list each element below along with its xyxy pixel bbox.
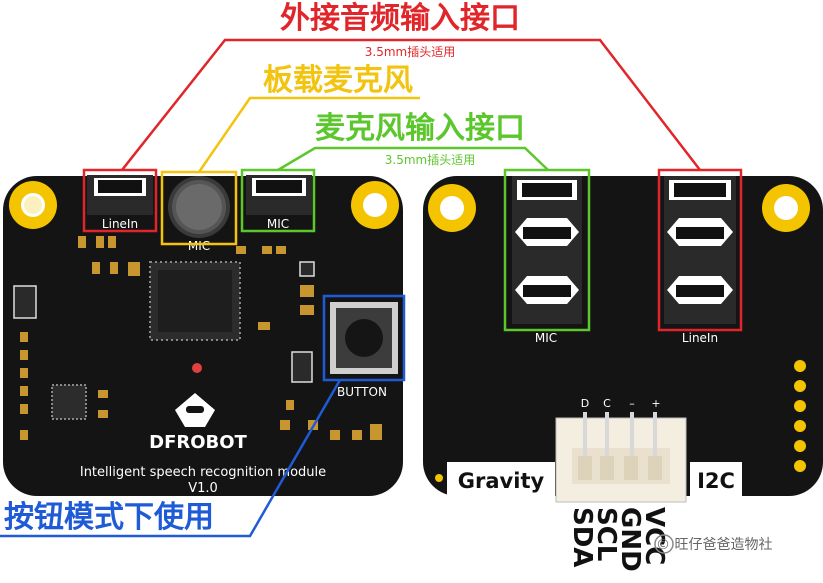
back-board: MIC LineIn: [423, 176, 823, 503]
line-in-note: 3.5mm插头适用: [365, 45, 455, 59]
brand-name: DFROBOT: [149, 432, 247, 453]
pin-scl: SCL: [591, 507, 621, 561]
pin-minus: –: [629, 397, 635, 410]
robot-logo-icon: [175, 393, 215, 427]
mic-in-note: 3.5mm插头适用: [385, 153, 475, 167]
gravity-connector: [555, 412, 687, 503]
onboard-mic-label: 板载麦克风: [263, 63, 413, 98]
pin-vcc: VCC: [639, 507, 669, 565]
callout-button-mode: [0, 294, 406, 538]
callout-line-in: [82, 38, 743, 332]
linein-jack: [87, 175, 153, 215]
mic-jack-back: [512, 176, 582, 324]
version: V1.0: [188, 481, 218, 496]
mounting-hole-icon: [762, 184, 810, 232]
main-chip: [149, 261, 241, 341]
mic-silk-back: MIC: [535, 331, 557, 345]
mic-silk-onboard: MIC: [188, 239, 210, 253]
gravity-label: Gravity: [458, 469, 545, 493]
watermark-text: © 旺仔爸爸造物社: [656, 537, 772, 553]
mounting-hole-icon: [428, 184, 476, 232]
pin-plus: +: [651, 397, 660, 410]
smd-components: [20, 236, 382, 440]
pin-sda: SDA: [567, 507, 597, 567]
mounting-hole-icon: [351, 181, 399, 229]
button-mode-label: 按钮模式下使用: [4, 500, 214, 535]
gold-pads: [435, 360, 806, 482]
module-name: Intelligent speech recognition module: [80, 465, 326, 480]
pin-gnd: GND: [615, 507, 645, 572]
watermark: © 旺仔爸爸造物社: [654, 534, 772, 554]
button-silk: BUTTON: [337, 385, 387, 399]
line-in-label: 外接音频输入接口: [280, 1, 520, 36]
mic-in-label: 麦克风输入接口: [315, 111, 525, 146]
mic-silk-jack: MIC: [267, 217, 289, 231]
front-board: LineIn MIC MIC: [3, 175, 403, 496]
status-led: [192, 363, 202, 373]
callout-mic-in: [240, 146, 591, 332]
i2c-label: I2C: [697, 469, 735, 493]
onboard-microphone: [168, 176, 230, 238]
mounting-hole-icon: [9, 181, 57, 229]
linein-jack-back: [664, 176, 736, 324]
pin-d: D: [581, 397, 589, 410]
pin-c: C: [603, 397, 611, 410]
pin-labels: SDA SCL GND VCC: [567, 507, 669, 572]
mic-jack-front: [246, 175, 312, 215]
smd-dark-components: [13, 261, 315, 383]
linein-silk-back: LineIn: [682, 331, 718, 345]
linein-silk-front: LineIn: [102, 217, 138, 231]
callout-onboard-mic: [160, 96, 420, 246]
small-chip: [51, 384, 87, 420]
push-button: [330, 302, 398, 374]
